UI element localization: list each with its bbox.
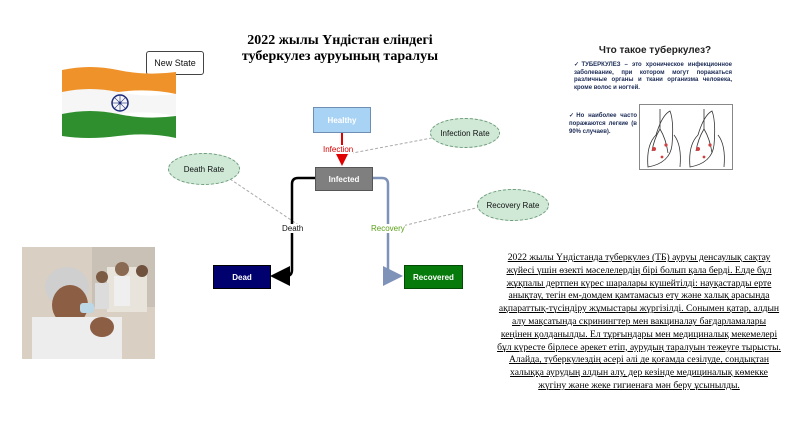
death-rate-node[interactable]: Death Rate xyxy=(168,153,240,185)
infection-rate-link xyxy=(341,136,438,156)
description-paragraph: 2022 жылы Үндістанда туберкулез (ТБ) аур… xyxy=(497,252,781,391)
lungs-diagram-icon xyxy=(639,104,733,170)
recovery-rate-link xyxy=(389,206,481,230)
infection-edge-label: Infection xyxy=(323,145,354,154)
new-state-button[interactable]: New State xyxy=(146,51,204,75)
tb-definition-text: ✓ТУБЕРКУЛЕЗ – это хроническое инфекционн… xyxy=(574,62,732,91)
tb-lungs-note: ✓Но наиболее часто поражаются легкие (в … xyxy=(569,113,637,135)
tb-info-heading: Что такое туберкулез? xyxy=(598,45,712,56)
recovery-rate-node[interactable]: Recovery Rate xyxy=(477,189,549,221)
infection-rate-node[interactable]: Infection Rate xyxy=(430,118,500,148)
page-title: 2022 жылы Үндістан еліндегі туберкулез а… xyxy=(241,33,439,64)
recovered-node[interactable]: Recovered xyxy=(404,265,463,289)
infected-node[interactable]: Infected xyxy=(315,167,373,191)
recovery-edge-label: Recovery xyxy=(371,224,405,233)
india-flag-icon xyxy=(62,67,176,138)
dead-node[interactable]: Dead xyxy=(213,265,271,289)
death-edge-label: Death xyxy=(282,224,304,233)
healthy-node[interactable]: Healthy xyxy=(313,107,371,133)
death-rate-link xyxy=(229,178,301,227)
patient-photo xyxy=(22,247,155,359)
